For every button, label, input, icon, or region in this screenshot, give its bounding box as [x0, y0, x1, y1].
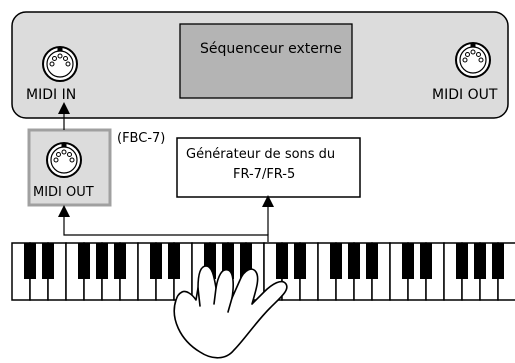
sound-generator-line1: Générateur de sons du [186, 147, 336, 162]
black-key [456, 243, 468, 279]
black-key [366, 243, 378, 279]
black-key [492, 243, 504, 279]
black-key [420, 243, 432, 279]
black-key [402, 243, 414, 279]
sequencer-midi-in-label: MIDI IN [26, 87, 77, 103]
sequencer-title: Séquenceur externe [200, 41, 342, 57]
black-key [24, 243, 36, 279]
black-key [150, 243, 162, 279]
midi-connector-icon [46, 142, 82, 178]
keyboard [11, 242, 515, 301]
keyboard-to-fbc7-line [58, 205, 269, 242]
sound-generator-box [176, 137, 361, 198]
black-key [114, 243, 126, 279]
black-key [348, 243, 360, 279]
black-key [42, 243, 54, 279]
black-key [276, 243, 288, 279]
black-key [294, 243, 306, 279]
black-key [78, 243, 90, 279]
sequencer-midi-out-label: MIDI OUT [432, 87, 498, 103]
fbc7-label: (FBC-7) [117, 131, 166, 146]
black-key [96, 243, 108, 279]
midi-connector-icon [42, 46, 78, 82]
black-key [474, 243, 486, 279]
black-key [168, 243, 180, 279]
hand-pointing-icon [173, 265, 288, 359]
sound-generator-line2: FR-7/FR-5 [233, 167, 296, 182]
sequencer-display [179, 23, 353, 99]
black-key [330, 243, 342, 279]
midi-connector-icon [455, 42, 491, 78]
fbc7-midi-out-label: MIDI OUT [33, 185, 94, 200]
